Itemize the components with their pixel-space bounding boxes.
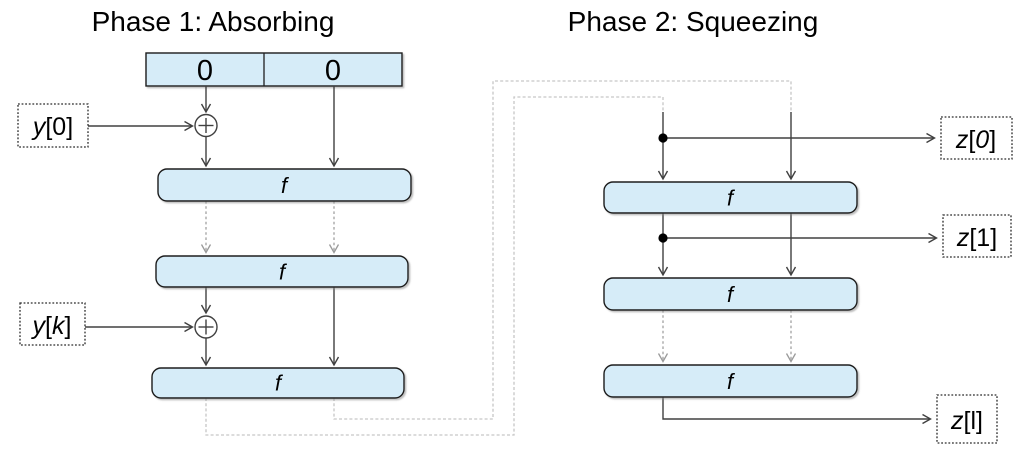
f-box-phase1-2: f xyxy=(155,255,409,288)
xor-icon xyxy=(194,315,218,339)
output-z0-close: ] xyxy=(989,126,996,154)
phase2-title: Phase 2: Squeezing xyxy=(568,6,819,37)
input-yk-index: k xyxy=(52,312,66,340)
output-z1-index: 1 xyxy=(976,224,990,252)
junction-dot-z0 xyxy=(658,133,668,143)
output-z0-index: 0 xyxy=(975,126,989,154)
output-z0: z[0] xyxy=(940,116,1013,160)
f-label: f xyxy=(727,369,736,394)
output-zl: z[l] xyxy=(936,394,998,444)
f-label: f xyxy=(727,282,736,307)
output-z1-var: z xyxy=(956,224,970,252)
output-zl-index: l xyxy=(970,407,976,435)
f-label: f xyxy=(727,186,736,211)
feedback-line-capacity xyxy=(333,80,792,420)
f-label: f xyxy=(279,260,288,285)
state-cell-capacity-value: 0 xyxy=(325,55,341,87)
input-y0-close: ] xyxy=(66,113,73,141)
f-box-phase1-3: f xyxy=(151,367,405,399)
xor-icon xyxy=(194,113,218,138)
output-z1-close: ] xyxy=(990,224,997,252)
svg-text:y[0]: y[0] xyxy=(31,113,73,141)
f-box-phase1-1: f xyxy=(157,168,412,202)
output-zl-var: z xyxy=(950,407,964,435)
svg-text:z[l]: z[l] xyxy=(950,407,983,435)
output-z0-var: z xyxy=(955,126,969,154)
f-label: f xyxy=(275,371,284,396)
input-yk-open: [ xyxy=(45,312,52,340)
output-z0-open: [ xyxy=(968,126,975,154)
output-z1-open: [ xyxy=(969,224,976,252)
arrow-to-zl xyxy=(662,397,932,425)
input-y0-open: [ xyxy=(45,113,52,141)
state-cell-rate-value: 0 xyxy=(197,55,213,87)
svg-text:y[k]: y[k] xyxy=(31,312,72,340)
f-label: f xyxy=(281,173,290,198)
state-register-box xyxy=(145,52,403,87)
input-y0-var: y xyxy=(31,113,47,141)
input-yk-close: ] xyxy=(65,312,72,340)
feedback-line-rate xyxy=(205,96,664,436)
output-zl-close: ] xyxy=(976,407,983,435)
input-yk-var: y xyxy=(31,312,47,340)
state-register: 0 0 xyxy=(145,52,403,87)
junction-dot-z1 xyxy=(658,233,668,243)
svg-text:z[1]: z[1] xyxy=(956,224,997,252)
input-y0-index: 0 xyxy=(52,113,66,141)
f-box-phase2-1: f xyxy=(603,181,858,214)
svg-text:z[0]: z[0] xyxy=(955,126,996,154)
input-y0: y[0] xyxy=(17,103,89,148)
f-box-phase2-2: f xyxy=(603,277,858,311)
output-zl-open: [ xyxy=(964,407,971,435)
f-box-phase2-3: f xyxy=(603,364,858,398)
input-yk: y[k] xyxy=(19,302,86,346)
output-z1: z[1] xyxy=(942,214,1012,258)
phase1-title: Phase 1: Absorbing xyxy=(92,6,335,37)
